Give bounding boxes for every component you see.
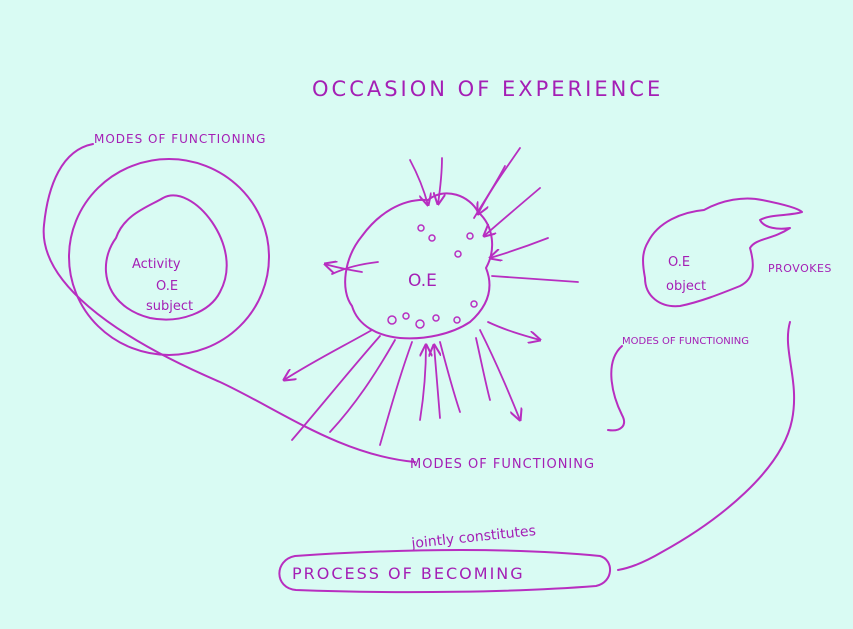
subject-modes-connector (44, 144, 415, 462)
subject-role-text: subject (146, 299, 193, 314)
object-provokes-text: PROVOKES (768, 262, 832, 275)
subject-oe-text: O.E (156, 279, 178, 294)
central-modes-label: MODES OF FUNCTIONING (410, 457, 595, 472)
object-to-process-connector (618, 322, 794, 570)
jointly-constitutes-text: jointly constitutes (410, 523, 537, 552)
process-of-becoming-text: PROCESS OF BECOMING (292, 564, 525, 583)
central-oe-text: O.E (408, 271, 437, 291)
object-role-text: object (666, 279, 706, 294)
subject-activity-text: Activity (132, 257, 181, 272)
object-modes-connector (608, 346, 624, 430)
object-modes-label: MODES OF FUNCTIONING (622, 336, 749, 347)
diagram-title: OCCASION OF EXPERIENCE (312, 77, 663, 101)
object-oe-text: O.E (668, 255, 690, 270)
subject-modes-label: MODES OF FUNCTIONING (94, 132, 266, 146)
central-occasion-blob (345, 193, 492, 338)
